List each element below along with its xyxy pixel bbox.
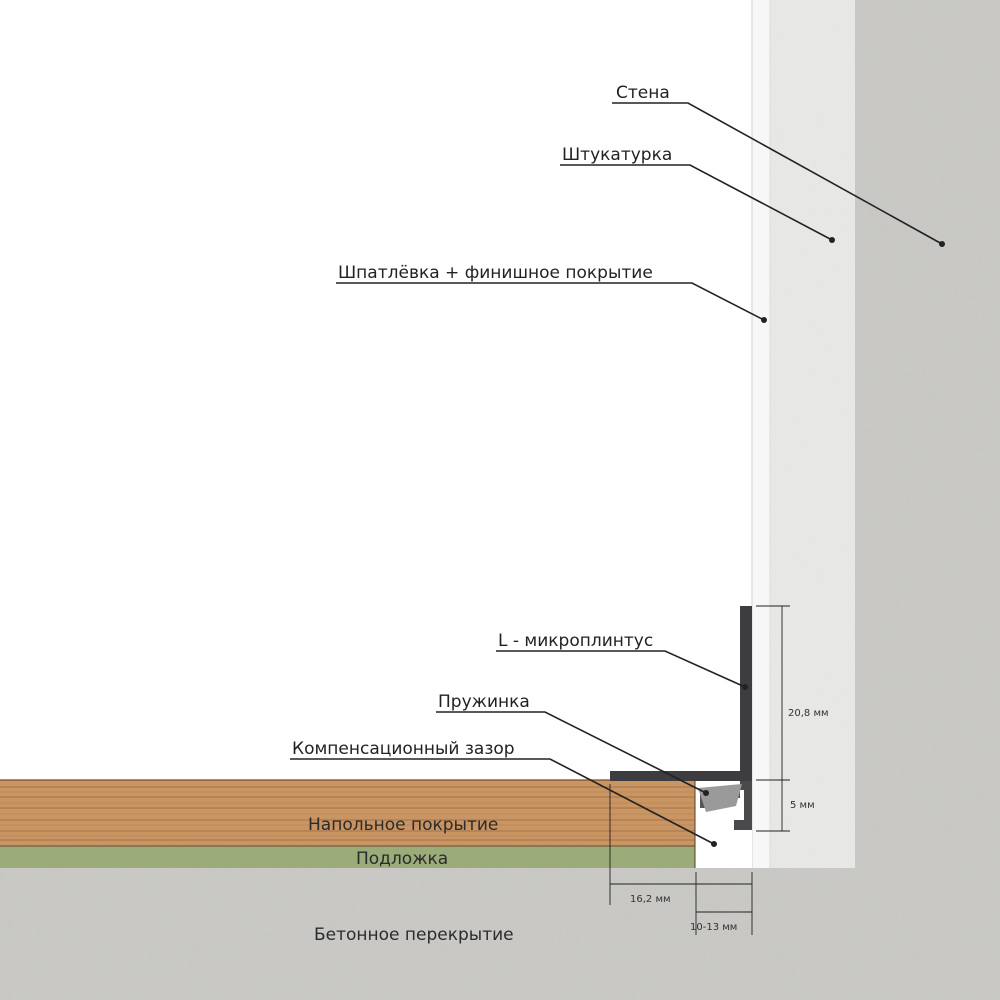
flooring-layer <box>0 779 696 868</box>
label-plaster: Штукатурка <box>562 145 672 165</box>
dimension-lines <box>609 605 790 935</box>
label-spring: Пружинка <box>438 692 530 712</box>
label-wall: Стена <box>616 83 670 103</box>
dim-gap-width: 10-13 мм <box>690 922 737 933</box>
label-expansion-gap: Компенсационный зазор <box>292 739 515 759</box>
dim-base-width: 16,2 мм <box>630 894 671 905</box>
label-putty-finish: Шпатлёвка + финишное покрытие <box>338 263 653 283</box>
dim-profile-height: 20,8 мм <box>788 708 829 719</box>
concrete-slab <box>0 868 1000 1000</box>
dim-base-height: 5 мм <box>790 800 815 811</box>
underlay-layer <box>0 846 695 868</box>
spring <box>698 784 742 812</box>
label-flooring: Напольное покрытие <box>308 815 498 835</box>
expansion-gap <box>696 830 752 868</box>
plaster-layer <box>770 0 855 870</box>
leader-lines <box>290 102 945 847</box>
putty-finish-layer <box>751 0 771 870</box>
label-concrete-slab: Бетонное перекрытие <box>314 925 514 945</box>
concrete-wall <box>855 0 1000 870</box>
label-micro-skirting: L - микроплинтус <box>498 631 653 651</box>
label-underlay: Подложка <box>356 849 448 869</box>
